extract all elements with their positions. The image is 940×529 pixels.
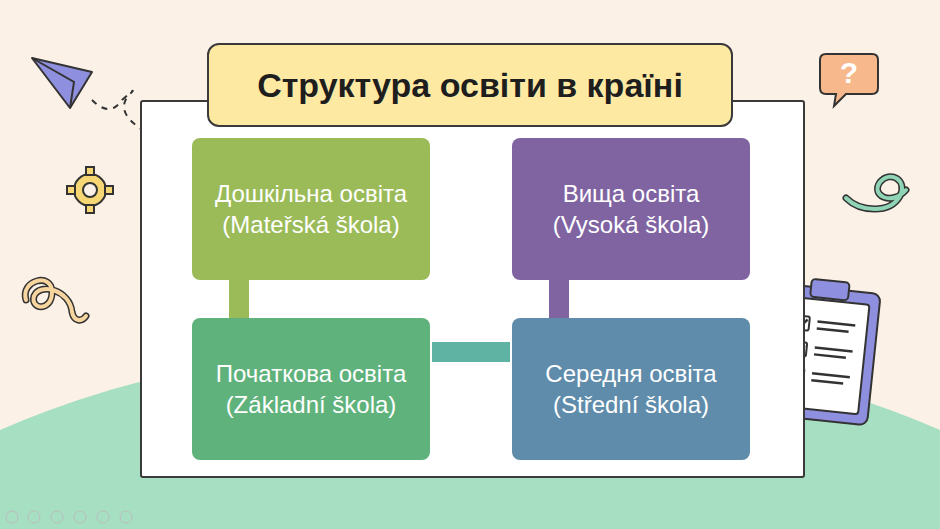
- squiggle: [25, 280, 86, 320]
- question-mark: ?: [822, 52, 876, 94]
- box-text: Початкова освіта (Základní škola): [206, 358, 416, 420]
- box-text: Дошкільна освіта (Mateřská škola): [206, 178, 416, 240]
- connector-bar: [432, 342, 510, 362]
- level-box: Дошкільна освіта (Mateřská škola): [192, 138, 430, 280]
- box-text: Вища освіта (Vysoká škola): [526, 178, 736, 240]
- level-box: Вища освіта (Vysoká škola): [512, 138, 750, 280]
- connector-bar: [549, 280, 569, 318]
- connector-bar: [229, 280, 249, 318]
- toolbar-icons: [6, 511, 132, 523]
- level-box: Початкова освіта (Základní škola): [192, 318, 430, 460]
- level-box: Середня освіта (Střední škola): [512, 318, 750, 460]
- squiggle: [846, 177, 906, 209]
- squiggle: [25, 280, 86, 320]
- box-text: Середня освіта (Střední škola): [526, 358, 736, 420]
- title-text: Структура освіти в країні: [257, 66, 683, 105]
- squiggle: [846, 177, 906, 209]
- title-box: Структура освіти в країні: [207, 43, 733, 127]
- gear-icon: [67, 167, 113, 213]
